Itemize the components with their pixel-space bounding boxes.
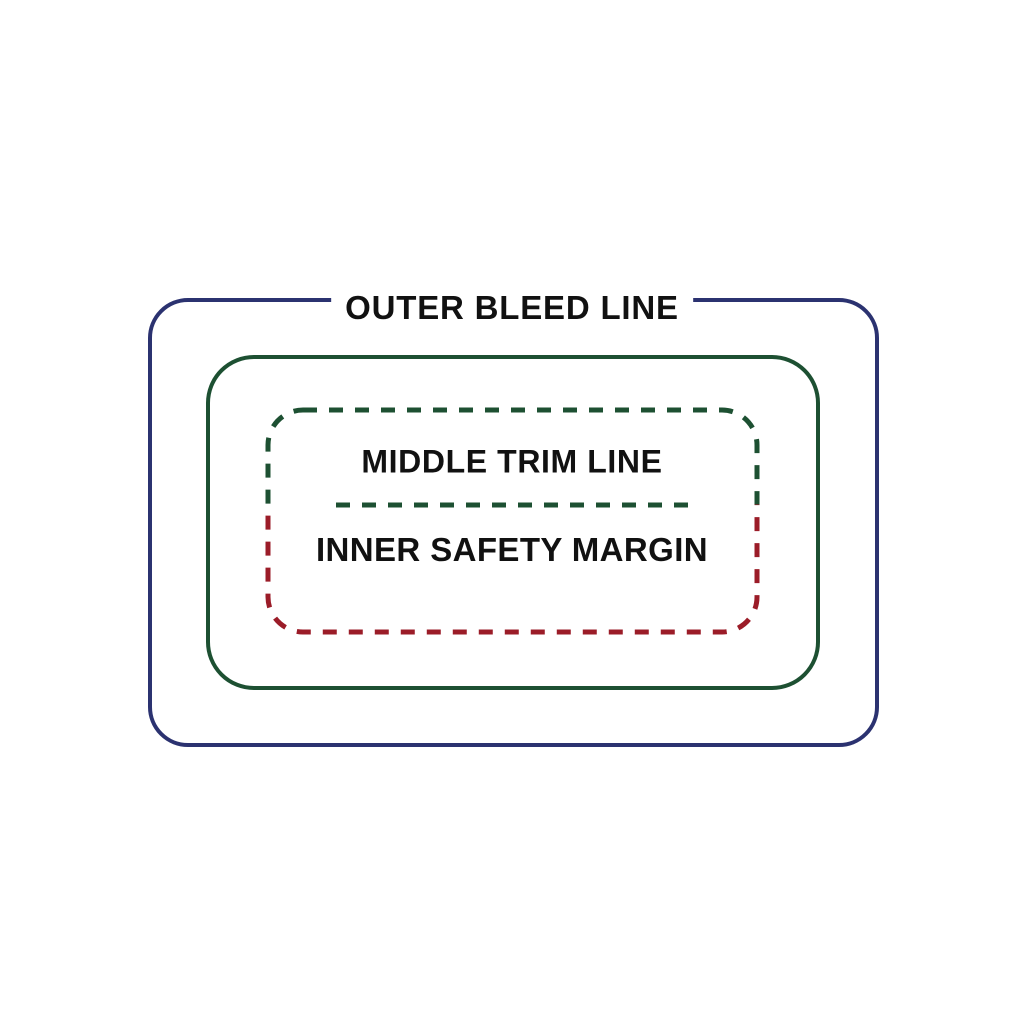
outer-bleed-line-label: OUTER BLEED LINE	[331, 287, 693, 329]
inner-safety-margin-label: INNER SAFETY MARGIN	[315, 531, 709, 568]
inner-safety-margin-rect	[265, 407, 760, 635]
middle-trim-line-label: MIDDLE TRIM LINE	[361, 443, 663, 480]
outer-bleed-line-rect	[148, 298, 879, 747]
middle-trim-line-rect	[206, 355, 820, 690]
